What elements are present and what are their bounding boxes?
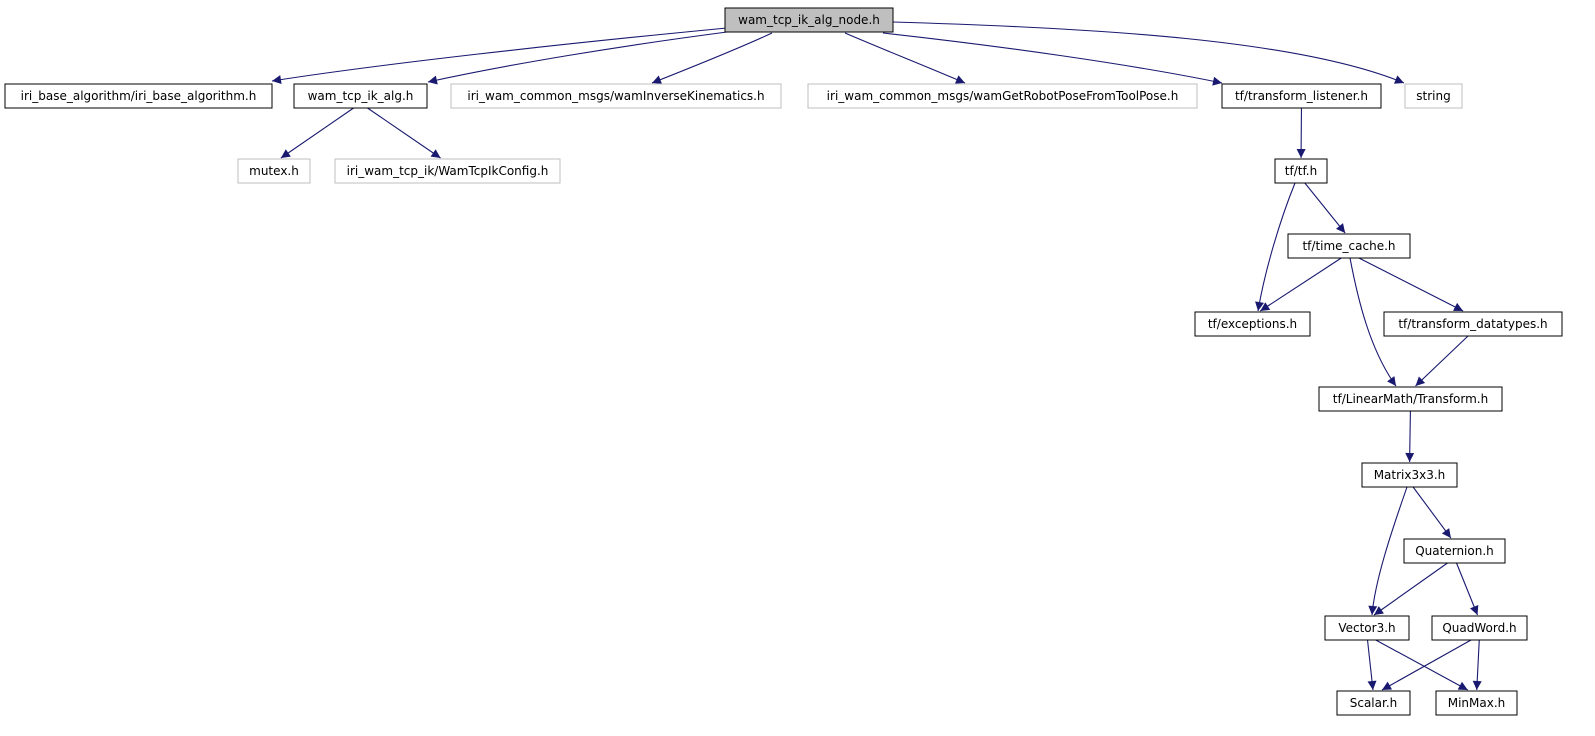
node-label: Scalar.h — [1350, 696, 1398, 710]
node-datatypes[interactable]: tf/transform_datatypes.h — [1383, 311, 1563, 337]
node-box — [1318, 386, 1503, 412]
node-label: iri_wam_common_msgs/wamInverseKinematics… — [467, 89, 764, 103]
edge-quaternion-to-vector3 — [1373, 562, 1448, 616]
node-label: iri_wam_tcp_ik/WamTcpIkConfig.h — [347, 164, 549, 178]
node-label: string — [1416, 89, 1450, 103]
node-box — [1404, 83, 1463, 109]
node-label: mutex.h — [249, 164, 299, 178]
nodes-layer: wam_tcp_ik_alg_node.h iri_base_algorithm/… — [4, 7, 1563, 716]
edge-root-to-wam_pose_msg — [844, 32, 966, 84]
node-label: tf/transform_listener.h — [1235, 89, 1368, 103]
node-box — [1383, 311, 1563, 337]
node-time-cache[interactable]: tf/time_cache.h — [1287, 233, 1411, 259]
node-label: wam_tcp_ik_alg.h — [308, 89, 414, 103]
edge-wam_tcp_ik_alg-to-wam_config — [367, 107, 441, 159]
node-box — [724, 7, 894, 33]
node-label: tf/LinearMath/Transform.h — [1333, 392, 1488, 406]
node-box — [4, 83, 273, 109]
node-label: tf/exceptions.h — [1208, 317, 1297, 331]
edge-tf_tf-to-time_cache — [1304, 182, 1346, 234]
edge-tf_tf-to-exceptions — [1255, 182, 1296, 312]
node-transform[interactable]: tf/LinearMath/Transform.h — [1318, 386, 1503, 412]
node-label: tf/transform_datatypes.h — [1398, 317, 1547, 331]
node-label: Matrix3x3.h — [1374, 468, 1446, 482]
node-matrix3x3[interactable]: Matrix3x3.h — [1361, 462, 1458, 488]
edge-vector3-to-minmax — [1375, 639, 1469, 691]
node-box — [450, 83, 782, 109]
edge-root-to-string — [892, 21, 1405, 84]
node-box — [1361, 462, 1458, 488]
node-box — [1336, 690, 1411, 716]
edge-root-to-iri_base — [271, 27, 728, 85]
node-box — [1194, 311, 1311, 337]
edge-quadword-to-minmax — [1472, 639, 1482, 691]
edge-datatypes-to-transform — [1415, 335, 1469, 387]
node-box — [293, 83, 428, 109]
node-box — [1274, 158, 1328, 184]
node-box — [1435, 690, 1518, 716]
edge-quaternion-to-quadword — [1455, 562, 1479, 616]
edge-time_cache-to-exceptions — [1259, 257, 1342, 312]
node-vector3[interactable]: Vector3.h — [1324, 615, 1410, 641]
edge-root-to-tf_listener — [882, 32, 1223, 86]
edge-matrix3x3-to-quaternion — [1412, 486, 1452, 539]
node-label: MinMax.h — [1448, 696, 1506, 710]
edge-vector3-to-scalar — [1366, 639, 1377, 691]
node-label: Quaternion.h — [1415, 544, 1494, 558]
node-tf-tf[interactable]: tf/tf.h — [1274, 158, 1328, 184]
node-wam-config: iri_wam_tcp_ik/WamTcpIkConfig.h — [334, 158, 561, 184]
node-string: string — [1404, 83, 1463, 109]
edge-root-to-wam_ik_msg — [651, 32, 773, 84]
node-iri-base[interactable]: iri_base_algorithm/iri_base_algorithm.h — [4, 83, 273, 109]
node-box — [1403, 538, 1506, 564]
node-scalar[interactable]: Scalar.h — [1336, 690, 1411, 716]
node-label: QuadWord.h — [1442, 621, 1516, 635]
node-box — [1221, 83, 1382, 109]
node-wam-ik-msg: iri_wam_common_msgs/wamInverseKinematics… — [450, 83, 782, 109]
node-tf-listener[interactable]: tf/transform_listener.h — [1221, 83, 1382, 109]
node-label: tf/tf.h — [1285, 164, 1317, 178]
node-label: wam_tcp_ik_alg_node.h — [738, 13, 880, 27]
edge-wam_tcp_ik_alg-to-mutex — [280, 107, 354, 159]
node-label: tf/time_cache.h — [1302, 239, 1395, 253]
node-wam-tcp-ik-alg[interactable]: wam_tcp_ik_alg.h — [293, 83, 428, 109]
node-quadword[interactable]: QuadWord.h — [1431, 615, 1528, 641]
node-root: wam_tcp_ik_alg_node.h — [724, 7, 894, 33]
node-box — [1324, 615, 1410, 641]
edge-time_cache-to-datatypes — [1358, 257, 1464, 312]
edge-root-to-wam_tcp_ik_alg — [427, 31, 728, 85]
node-box — [1287, 233, 1411, 259]
node-label: iri_base_algorithm/iri_base_algorithm.h — [21, 89, 257, 103]
node-box — [237, 158, 311, 184]
node-exceptions[interactable]: tf/exceptions.h — [1194, 311, 1311, 337]
edge-time_cache-to-transform — [1349, 257, 1397, 387]
edge-quadword-to-scalar — [1381, 639, 1472, 691]
node-wam-pose-msg: iri_wam_common_msgs/wamGetRobotPoseFromT… — [807, 83, 1198, 109]
node-label: Vector3.h — [1338, 621, 1395, 635]
node-box — [1431, 615, 1528, 641]
node-box — [807, 83, 1198, 109]
node-mutex: mutex.h — [237, 158, 311, 184]
edges-layer — [271, 21, 1482, 691]
node-label: iri_wam_common_msgs/wamGetRobotPoseFromT… — [827, 89, 1179, 103]
node-quaternion[interactable]: Quaternion.h — [1403, 538, 1506, 564]
edge-matrix3x3-to-vector3 — [1368, 486, 1408, 616]
edge-transform-to-matrix3x3 — [1405, 410, 1415, 463]
node-box — [334, 158, 561, 184]
node-minmax[interactable]: MinMax.h — [1435, 690, 1518, 716]
